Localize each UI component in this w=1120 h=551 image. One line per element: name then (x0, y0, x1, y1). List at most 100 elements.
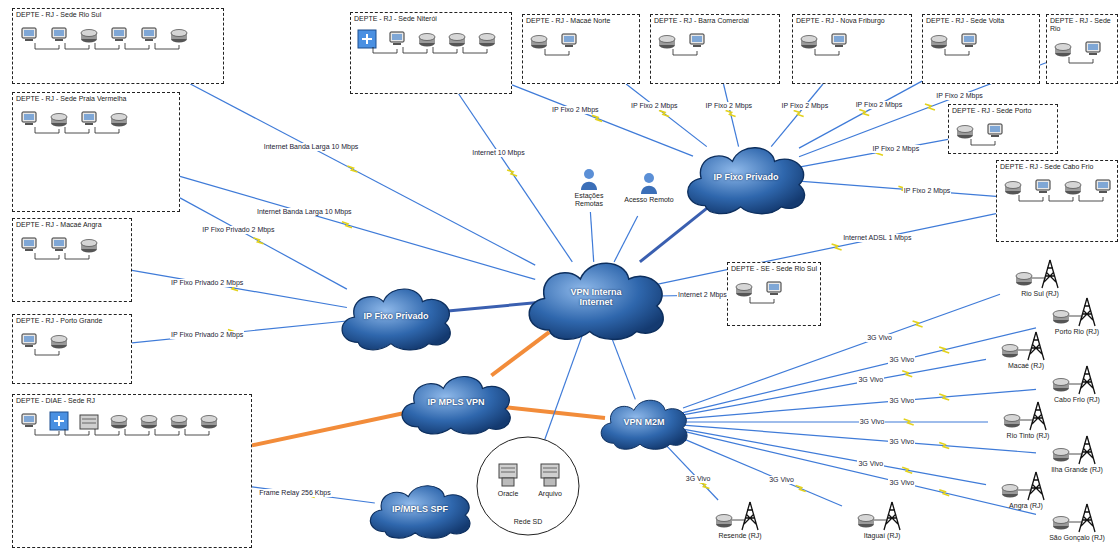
cloud-label: IP MPLS VPN (428, 397, 485, 407)
link-label: Internet Banda Larga 10 Mbps (256, 208, 353, 216)
site-heading: DEPTE - RJ - Sede Niterói (351, 13, 511, 25)
site-box: DEPTE - RJ - Sede Rio (1046, 14, 1118, 84)
site-box: DEPTE - RJ - Macaé Norte (522, 14, 640, 84)
network-cloud: IP Fixo Privado (333, 280, 459, 352)
link-label: 3G Vivo (685, 475, 712, 483)
site-heading: DEPTE - RJ - Sede Praia Vermelha (13, 93, 179, 105)
link-label: IP Fixo Privado 2 Mbps (170, 279, 244, 287)
site-heading: DEPTE - RJ - Sede Porto (949, 105, 1057, 117)
site-heading: DEPTE - RJ - Nova Friburgo (793, 15, 911, 27)
network-cloud: VPN InternaInternet (518, 252, 674, 342)
site-heading: DEPTE - RJ - Sede Cabo Frio (997, 161, 1117, 173)
node-label: Itaguaí (RJ) (842, 532, 922, 540)
site-graphic (923, 15, 1041, 85)
link-label: IP Fixo Privado 2 Mbps (201, 226, 275, 234)
link-label: 3G Vivo (857, 376, 884, 384)
network-link (799, 81, 922, 148)
site-box: DEPTE - RJ - Sede Niterói (350, 12, 512, 94)
site-graphic (13, 219, 133, 303)
link-label: Internet Banda Larga 10 Mbps (263, 143, 360, 151)
site-box: DEPTE - RJ - Sede Rio Sul (12, 8, 224, 84)
link-label: Frame Relay 256 Kbps (258, 489, 332, 497)
lightning-mark (347, 166, 357, 172)
network-link (132, 270, 347, 307)
server-icon: Oracle (490, 458, 526, 510)
lightning-mark (689, 292, 699, 298)
user-icon: Estações Remotas (560, 168, 618, 212)
cloud-label: VPN M2M (623, 417, 664, 427)
tower-graphic (700, 500, 780, 546)
link-label: IP Fixo Privado 2 Mbps (170, 331, 244, 339)
site-heading: DEPTE - RJ - Sede Rio (1047, 15, 1117, 35)
link-label: Internet ADSL 1 Mbps (842, 234, 912, 242)
node-label: Ilha Grande (RJ) (1036, 466, 1118, 474)
lightning-mark (904, 419, 914, 425)
site-graphic (13, 9, 225, 85)
node-label: Rio Tinto (RJ) (988, 432, 1068, 440)
network-link (657, 295, 727, 296)
network-link (683, 328, 1036, 413)
site-graphic (997, 161, 1119, 243)
mpls-link (491, 332, 549, 375)
link-label: 3G Vivo (888, 397, 915, 405)
lightning-mark (507, 170, 517, 176)
network-link (799, 139, 948, 167)
node-label: São Gonçalo (RJ) (1036, 534, 1118, 542)
lightning-mark (902, 467, 912, 473)
network-link (614, 216, 638, 262)
link-label: Internet 2 Mbps (677, 291, 728, 299)
network-link (459, 94, 573, 262)
site-heading: DEPTE - RJ - Sede Volta (923, 15, 1039, 27)
network-link (541, 332, 583, 450)
cloud-label: Internet (579, 297, 612, 307)
radio-tower-site: Angra (RJ) (986, 470, 1066, 514)
node-label: Resende (RJ) (700, 532, 780, 540)
site-graphic (651, 15, 781, 85)
network-link (180, 198, 347, 289)
cloud-label: IP/MPLS SPF (392, 504, 448, 514)
site-graphic (13, 93, 181, 213)
node-label: Acesso Remoto (620, 196, 678, 204)
lightning-mark (726, 110, 736, 116)
site-heading: DEPTE - RJ - Macaé Norte (523, 15, 639, 27)
lightning-mark (342, 222, 352, 228)
radio-tower-site: Resende (RJ) (700, 500, 780, 546)
link-label: 3G Vivo (866, 334, 893, 342)
site-box: DEPTE - RJ - Sede Praia Vermelha (12, 92, 180, 212)
link-label: IP Fixo 2 Mbps (935, 92, 984, 100)
lightning-mark (939, 394, 949, 400)
user-icon: Acesso Remoto (620, 172, 678, 216)
site-graphic (728, 263, 822, 327)
lightning-mark (902, 371, 912, 377)
network-link (724, 84, 739, 147)
server-icon: Arquivo (530, 458, 570, 510)
network-link (771, 84, 823, 147)
network-link (683, 431, 1036, 514)
lightning-mark (925, 104, 935, 110)
network-cloud: VPN M2M (594, 393, 694, 451)
network-link (180, 176, 535, 279)
radio-tower-site: Cabo Frio (RJ) (1036, 364, 1118, 408)
node-label: Oracle (490, 490, 526, 498)
datacenter-ring: Rede SDOracleArquivo (476, 436, 580, 536)
site-box: DEPTE - RJ - Barra Comercial (650, 14, 780, 84)
site-graphic (793, 15, 913, 85)
network-link (640, 207, 708, 262)
node-label: Cabo Frio (RJ) (1036, 396, 1118, 404)
server-graphic (490, 458, 526, 510)
tower-graphic (842, 500, 922, 546)
network-link (799, 181, 996, 196)
lightning-mark (228, 330, 238, 336)
link-label: IP Fixo 2 Mbps (781, 102, 830, 110)
network-link (683, 429, 986, 485)
lightning-mark (832, 244, 842, 250)
site-heading: DEPTE - RJ - Macaé Angra (13, 219, 131, 231)
lightning-mark (859, 110, 869, 116)
network-link (590, 212, 593, 262)
lightning-mark (939, 443, 949, 449)
site-heading: DEPTE - RJ - Porto Grande (13, 315, 131, 327)
site-graphic (523, 15, 641, 85)
lightning-mark (228, 285, 238, 291)
network-link (132, 321, 347, 343)
lightning-mark (253, 238, 263, 244)
